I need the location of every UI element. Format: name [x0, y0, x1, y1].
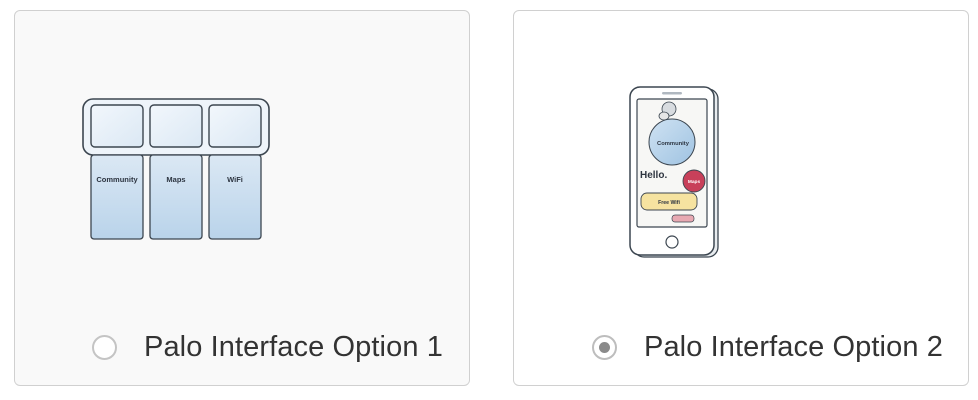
wifi-pill — [640, 192, 698, 211]
community-bubble-label: Community — [657, 141, 690, 147]
tile-label-community: Community — [96, 175, 138, 184]
phone-illustration: Community Hello. Maps Free Wifi — [629, 86, 719, 258]
maps-bubble — [682, 169, 706, 193]
tile-wifi — [208, 154, 262, 240]
option-2-radio-row[interactable]: Palo Interface Option 2 — [592, 331, 943, 364]
tile-screen-1 — [90, 104, 144, 148]
option-1-radio[interactable] — [92, 335, 117, 360]
tile-layout-illustration: Community Maps WiFi — [82, 98, 270, 240]
tile-label-maps: Maps — [166, 175, 185, 184]
radio-dot — [599, 342, 610, 353]
phone-speaker — [662, 92, 682, 95]
hello-text: Hello. — [640, 170, 667, 181]
option-1-radio-row[interactable]: Palo Interface Option 1 — [92, 331, 443, 364]
tile-maps — [149, 154, 203, 240]
wifi-pill-label: Free Wifi — [658, 200, 680, 206]
maps-bubble-label: Maps — [688, 179, 701, 185]
tile-screen-3 — [208, 104, 262, 148]
small-pink-pill — [671, 214, 695, 223]
option-1-label[interactable]: Palo Interface Option 1 — [144, 331, 443, 363]
home-button — [665, 235, 679, 249]
option-2-label[interactable]: Palo Interface Option 2 — [644, 331, 943, 363]
tile-label-wifi: WiFi — [227, 175, 243, 184]
community-bubble — [648, 118, 696, 166]
tile-screen-2 — [149, 104, 203, 148]
interface-option-2-card[interactable]: Community Hello. Maps Free Wifi Palo Int… — [513, 10, 969, 386]
tile-community — [90, 154, 144, 240]
tiny-bubble — [658, 111, 670, 121]
option-2-radio[interactable] — [592, 335, 617, 360]
interface-option-1-card[interactable]: Community Maps WiFi Palo Interface Optio… — [14, 10, 470, 386]
